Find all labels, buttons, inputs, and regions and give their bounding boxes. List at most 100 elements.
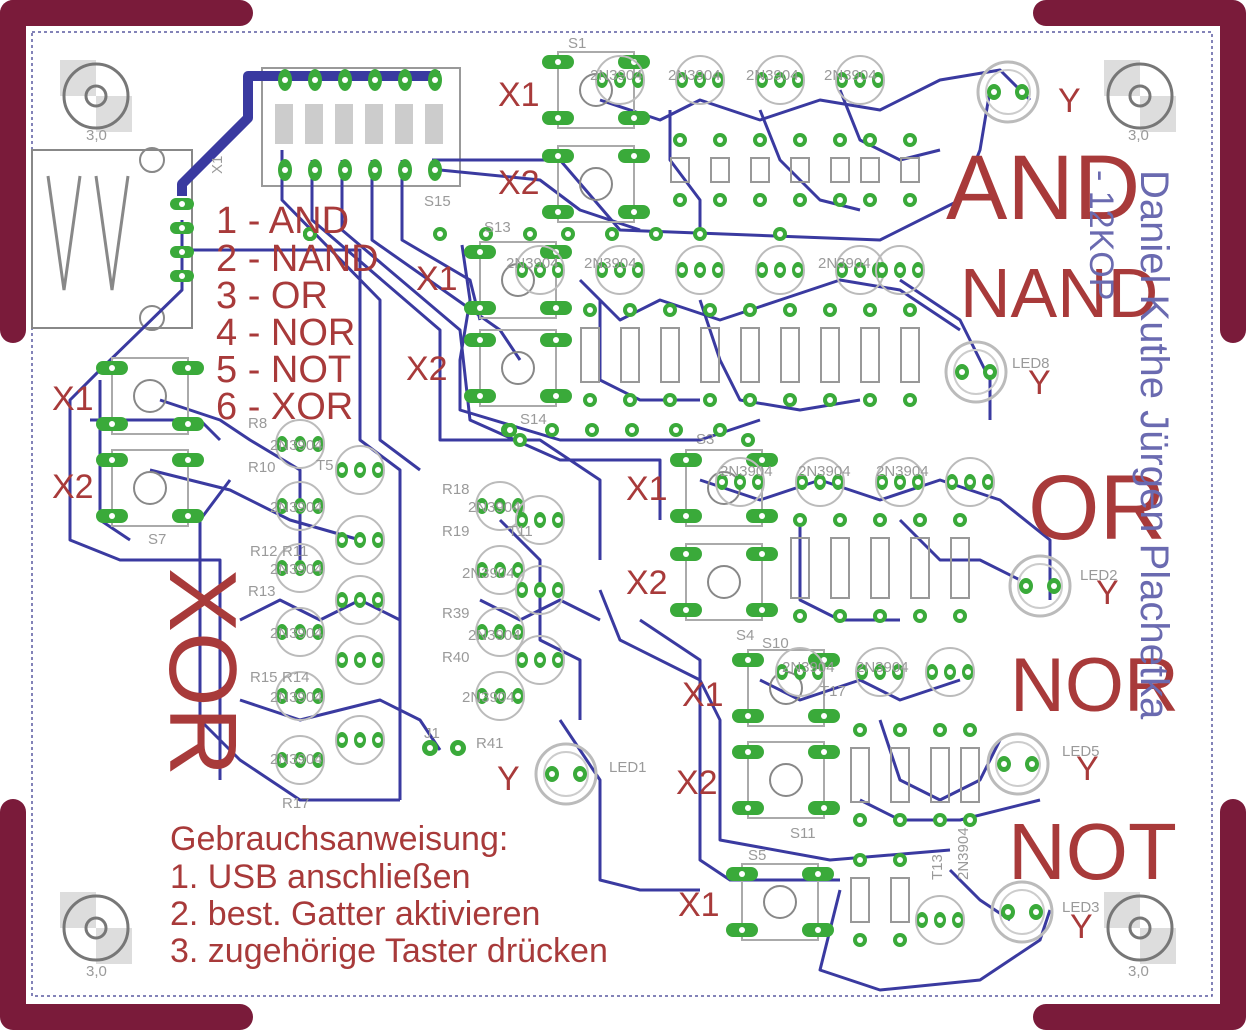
led-outline <box>986 732 1050 796</box>
pad-drill <box>631 209 637 215</box>
pad-drill <box>915 267 921 273</box>
pad-drill <box>537 587 543 593</box>
resistor-body <box>900 327 920 383</box>
pad-drill <box>965 669 971 675</box>
gate-label-or: OR <box>1028 457 1166 559</box>
pad-drill <box>957 613 963 619</box>
pad-drill <box>907 307 913 313</box>
corner-bracket-tr <box>1033 0 1246 343</box>
pad-drill <box>907 397 913 403</box>
ref-2n3904-g: 2N3904 <box>468 499 521 516</box>
push-button-body <box>747 649 825 727</box>
pad-drill <box>919 917 925 923</box>
pad-drill <box>747 307 753 313</box>
corner-bracket-bl <box>0 799 253 1030</box>
pad-drill <box>357 597 363 603</box>
ref-s7: S7 <box>148 531 167 548</box>
copper-trace <box>370 160 522 361</box>
pad-drill <box>282 77 288 83</box>
ref-led3: LED3 <box>1062 899 1100 916</box>
pad-drill <box>915 479 921 485</box>
pad-drill <box>555 587 561 593</box>
pad-drill <box>837 517 843 523</box>
ref-r14: R14 <box>282 669 310 686</box>
pad-drill <box>683 457 689 463</box>
pad-drill <box>339 737 345 743</box>
pad-drill <box>745 713 751 719</box>
gate-label-nand: NAND <box>960 254 1159 332</box>
mount-hole-tr <box>1104 60 1176 132</box>
ref-2n3904-i: 2N3904 <box>468 627 521 644</box>
pad-drill <box>867 197 873 203</box>
pad-drill <box>955 917 961 923</box>
pad-drill <box>185 421 191 427</box>
pad-drill <box>315 565 321 571</box>
pad-drill <box>777 77 783 83</box>
resistor-body <box>700 327 720 383</box>
copper-trace <box>432 89 992 242</box>
board-outline <box>31 31 1213 997</box>
resistor-body <box>670 157 690 183</box>
pad-drill <box>282 167 288 173</box>
io-label-not-y: Y <box>1070 908 1093 946</box>
pad-drill <box>991 89 997 95</box>
ref-r10: R10 <box>248 459 276 476</box>
ref-2n3904-t: 2N3904 <box>876 463 929 480</box>
pad-drill <box>477 249 483 255</box>
pad-drill <box>677 137 683 143</box>
course-vertical-text: - 12KOP <box>1082 170 1120 301</box>
pad-drill <box>312 167 318 173</box>
author-vertical-text: Daniel Kuthe Jürgen Plachetka <box>1132 170 1176 720</box>
pad-drill <box>375 537 381 543</box>
led-lens <box>985 69 1031 115</box>
pad-drill <box>759 77 765 83</box>
pad-drill <box>897 727 903 733</box>
resistor-body <box>660 327 680 383</box>
pad-drill <box>867 137 873 143</box>
push-button-body <box>557 51 635 129</box>
pad-drill <box>797 517 803 523</box>
ref-2n3904-s: 2N3904 <box>798 463 851 480</box>
pad-drill <box>827 307 833 313</box>
io-label-xor-x1: X1 <box>52 380 94 418</box>
ref-r40: R40 <box>442 649 470 666</box>
transistor-outline <box>275 671 325 721</box>
pad-drill <box>179 273 185 279</box>
pad-drill <box>937 817 943 823</box>
pad-drill <box>375 597 381 603</box>
pad-drill <box>967 817 973 823</box>
ref-r8: R8 <box>248 415 268 432</box>
copper-trace <box>668 110 702 240</box>
resistor-body <box>900 157 920 183</box>
resistor-body <box>750 157 770 183</box>
pad-drill <box>1019 89 1025 95</box>
copper-trace <box>479 598 601 622</box>
pad-drill <box>372 77 378 83</box>
ref-2n3904-c: 2N3904 <box>270 561 323 578</box>
gate-label-not: NOT <box>1008 807 1177 896</box>
transistor-outline <box>795 457 845 507</box>
pad-drill <box>497 503 503 509</box>
pad-drill <box>787 397 793 403</box>
ref-s10: S10 <box>762 635 789 652</box>
resistor-body <box>790 537 810 599</box>
pad-drill <box>109 513 115 519</box>
pad-drill <box>1029 761 1035 767</box>
pad-drill <box>839 77 845 83</box>
pad-drill <box>1023 583 1029 589</box>
pad-drill <box>857 77 863 83</box>
io-label-nand-y: Y <box>1028 364 1051 402</box>
transistor-outline <box>515 635 565 685</box>
pad-drill <box>479 693 485 699</box>
copper-trace <box>149 468 361 542</box>
pad-drill <box>897 479 903 485</box>
pad-drill <box>497 629 503 635</box>
pad-drill <box>875 77 881 83</box>
ref-r17: R17 <box>282 795 310 812</box>
pad-drill <box>589 427 595 433</box>
pad-drill <box>315 441 321 447</box>
pad-drill <box>917 613 923 619</box>
legend-item-6: 6 - XOR <box>216 386 354 428</box>
ref-2n3904-a: 2N3904 <box>270 437 323 454</box>
pad-drill <box>777 231 783 237</box>
